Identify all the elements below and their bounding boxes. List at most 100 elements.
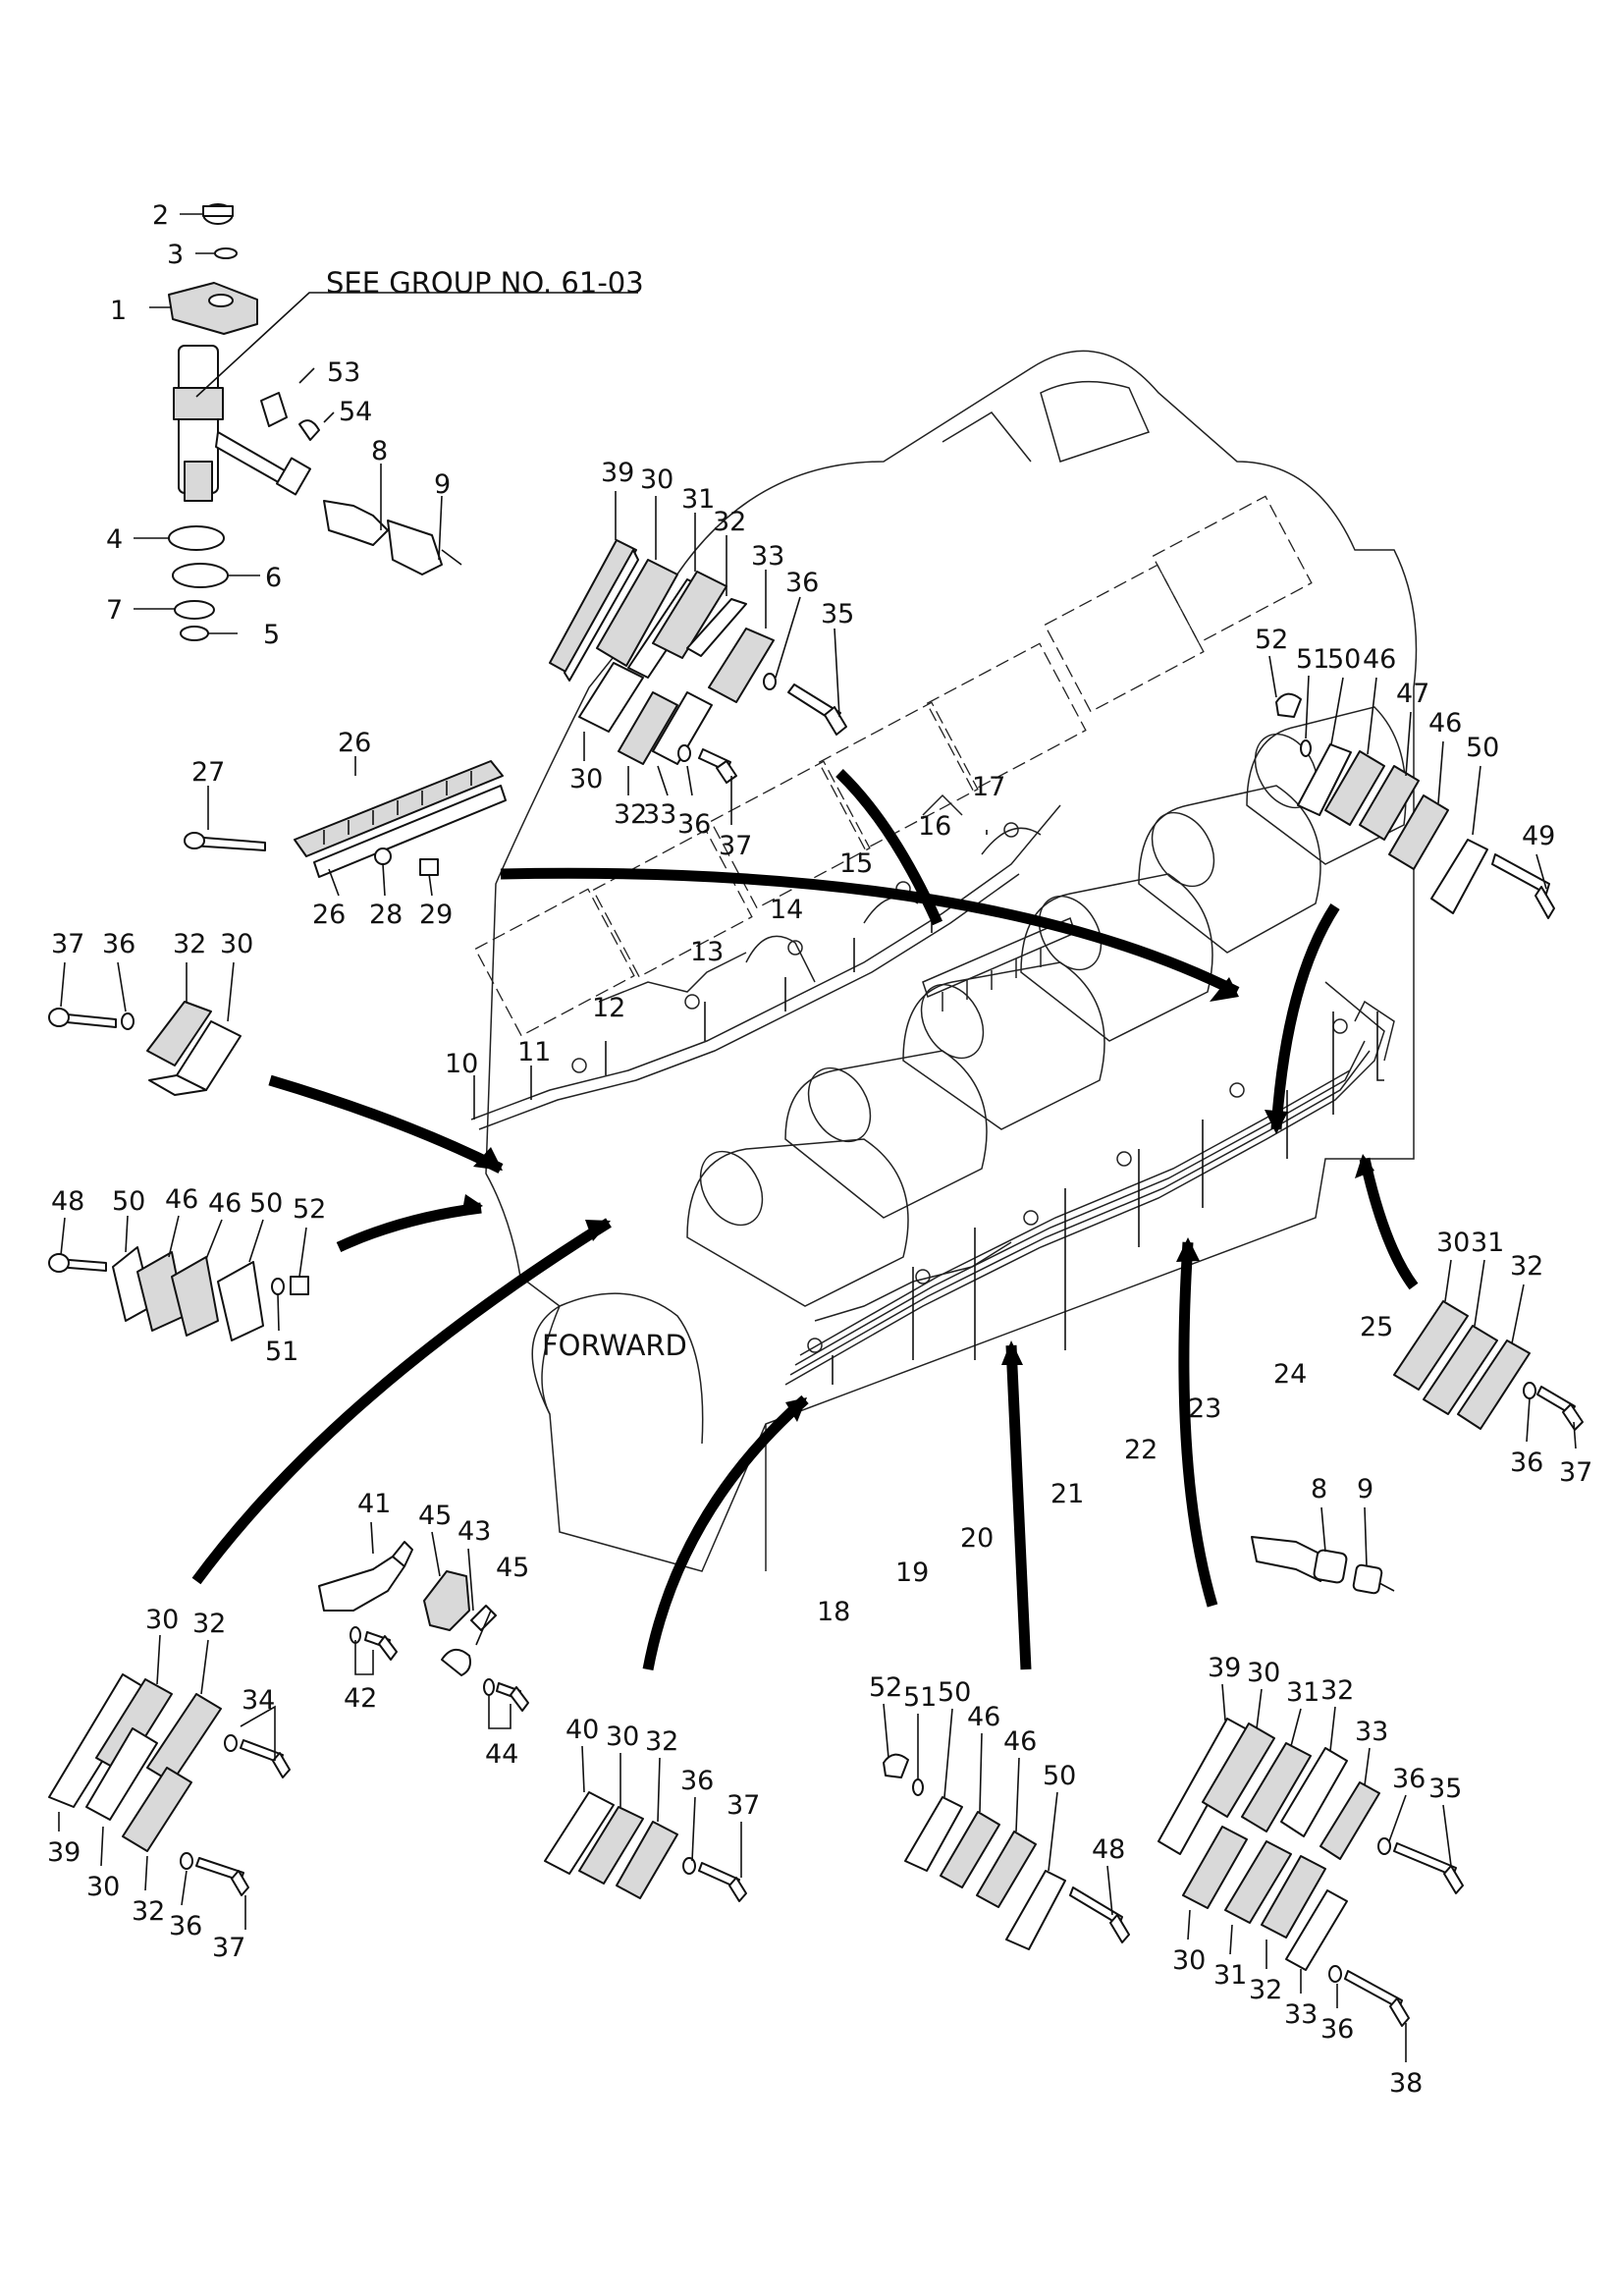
callout-number: 35 [821, 599, 854, 629]
callout-number: 39 [601, 458, 634, 488]
clamp-detail-bottom-mid [544, 1745, 747, 1902]
callout-number: 35 [1428, 1774, 1462, 1804]
callout-number: 30 [1247, 1658, 1280, 1688]
callout-number: 47 [1396, 679, 1429, 709]
clip-bar-on-engine [922, 916, 1076, 1011]
callout-number: 25 [1360, 1312, 1393, 1342]
callout-number: 32 [1510, 1251, 1543, 1282]
callout-number: 9 [1357, 1474, 1373, 1504]
callout-number: 36 [785, 568, 819, 598]
callout-number: 32 [1320, 1675, 1354, 1706]
reference-note: SEE GROUP NO. 61-03 [326, 266, 644, 300]
callout-number: 27 [191, 757, 225, 788]
callout-number: 33 [1355, 1717, 1388, 1747]
callout-number: 3 [167, 240, 184, 270]
callout-number: 49 [1522, 821, 1555, 851]
callout-number: 50 [1327, 644, 1361, 675]
callout-number: 46 [1003, 1726, 1037, 1757]
callout-number: 30 [640, 465, 673, 495]
callout-number: 39 [47, 1837, 81, 1868]
callout-number: 31 [1286, 1677, 1319, 1708]
callout-number: 43 [458, 1516, 491, 1547]
callout-number: 31 [1213, 1960, 1247, 1991]
callout-number: 32 [192, 1609, 226, 1639]
callout-number: 39 [1208, 1653, 1241, 1683]
callout-number: 37 [212, 1933, 245, 1963]
callout-number: 30 [569, 764, 603, 794]
callout-number: 36 [677, 809, 711, 840]
callout-number: 37 [727, 1790, 760, 1821]
clamp-detail-left-a [48, 961, 242, 1096]
callout-number: 37 [719, 831, 752, 861]
callout-number: 32 [645, 1726, 678, 1757]
callout-number: 46 [1428, 708, 1462, 738]
engine-block [470, 350, 1418, 1572]
callout-number: 36 [1392, 1764, 1426, 1794]
callout-number: 37 [1559, 1457, 1592, 1488]
callout-number: 52 [869, 1672, 902, 1703]
callout-number: 9 [434, 469, 451, 500]
clamp-detail-bottom-right [1157, 1683, 1464, 2062]
callout-number: 6 [265, 563, 282, 593]
callout-number: 51 [903, 1682, 937, 1713]
callout-number: 22 [1124, 1435, 1157, 1465]
callout-number: 30 [606, 1722, 639, 1752]
pointer-arrows [191, 769, 1419, 1671]
clamp-detail-right-b [1393, 1259, 1584, 1449]
callout-number: 2 [152, 200, 169, 231]
callout-number: 48 [1092, 1834, 1125, 1865]
callout-number: 46 [208, 1188, 242, 1219]
callout-number: 16 [918, 811, 951, 842]
injector-detail [134, 203, 638, 641]
callout-number: 32 [173, 929, 206, 959]
callout-number: 30 [86, 1872, 120, 1902]
callout-number: 50 [112, 1186, 145, 1217]
callout-number: 32 [614, 799, 647, 830]
callout-number: 52 [1255, 625, 1288, 655]
callout-number: 29 [419, 900, 453, 930]
callout-number: 21 [1050, 1479, 1084, 1509]
callout-number: 34 [242, 1685, 275, 1716]
callout-number: 54 [339, 397, 372, 427]
callout-number: 24 [1273, 1359, 1307, 1390]
callout-number: 45 [496, 1553, 529, 1583]
callout-number: 36 [1320, 2014, 1354, 2045]
callout-number: 31 [1471, 1228, 1504, 1258]
callout-number: 36 [1510, 1448, 1543, 1478]
callout-number: 30 [1172, 1945, 1206, 1976]
callout-number: 45 [418, 1501, 452, 1531]
callout-number: 42 [344, 1683, 377, 1714]
callout-number: 33 [1284, 1999, 1318, 2030]
callout-number: 46 [1363, 644, 1396, 675]
callout-number: 30 [1436, 1228, 1470, 1258]
callout-number: 17 [972, 772, 1005, 802]
clamp-detail-top [549, 491, 847, 825]
callout-number: 36 [680, 1766, 714, 1796]
bracket-detail [318, 1521, 529, 1729]
callout-number: 40 [565, 1715, 599, 1745]
callout-number: 30 [220, 929, 253, 959]
callout-number: 10 [445, 1049, 478, 1079]
callout-number: 36 [169, 1911, 202, 1941]
callout-number: 12 [592, 993, 625, 1023]
callout-number: 53 [327, 357, 360, 388]
callout-number: 28 [369, 900, 403, 930]
callout-number: 23 [1188, 1394, 1221, 1424]
pipe-detail-right [1251, 1506, 1395, 1595]
callout-number: 46 [165, 1184, 198, 1215]
callout-number: 32 [132, 1896, 165, 1927]
callout-number: 14 [770, 895, 803, 925]
callout-number: 41 [357, 1489, 391, 1519]
leader-lines [473, 830, 1384, 1385]
callout-number: 31 [681, 484, 715, 515]
callout-number: 50 [249, 1188, 283, 1219]
callout-number: 20 [960, 1523, 994, 1554]
callout-number: 50 [1043, 1761, 1076, 1791]
clamp-detail-bottom-center [883, 1703, 1130, 1950]
callout-number: 15 [839, 848, 873, 879]
callout-number: 48 [51, 1186, 84, 1217]
callout-number: 51 [265, 1337, 298, 1367]
callout-number: 33 [751, 541, 784, 572]
callout-number: 18 [817, 1597, 850, 1627]
